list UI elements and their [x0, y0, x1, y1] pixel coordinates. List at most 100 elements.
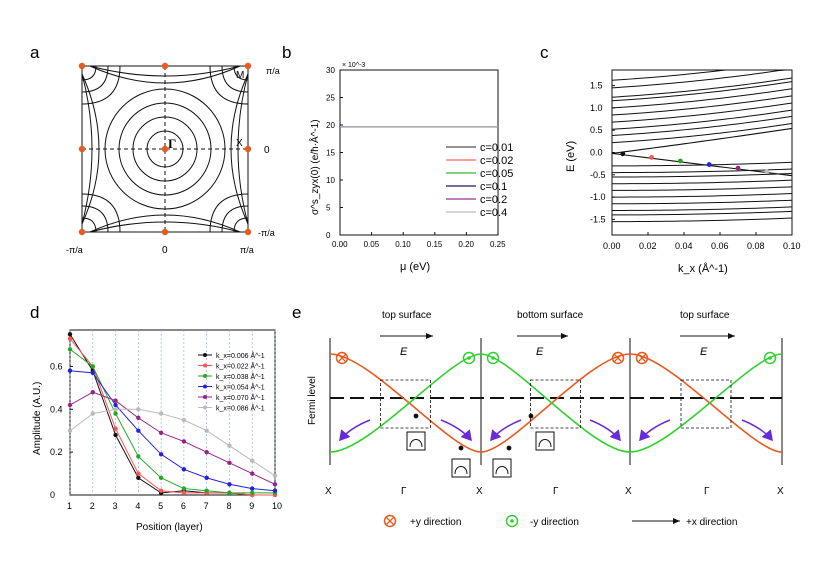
panel-e-dispersion-curves [329, 338, 783, 478]
panel-a-symmetry-point [78, 62, 86, 70]
panel-e-state-dot [458, 445, 464, 451]
panel-e-inset-curve [538, 439, 552, 448]
panel-d-point [136, 471, 141, 476]
panel-d-point [204, 449, 209, 455]
panel-d-point [67, 332, 73, 337]
panel-c-ytick-label: -0.5 [590, 170, 606, 180]
panel-c-valence-band [611, 179, 793, 185]
legend-plus-y: +y direction [410, 517, 461, 528]
panel-d-xtick-label: 4 [135, 501, 140, 511]
panel-b-ytick-label: 0 [326, 231, 331, 240]
panel-label-a: a [30, 43, 40, 62]
panel-b-ytick-label: 10 [326, 176, 335, 185]
panel-c-xlabel: k_x (Å^-1) [678, 262, 728, 275]
panel-d-legend-label: k_x=0.038 Å^-1 [216, 372, 265, 381]
panel-c-valence-band [611, 210, 793, 216]
panel-c-conduction-band [611, 69, 792, 89]
panel-b-ytick-label: 15 [326, 149, 335, 158]
panel-d-point [158, 452, 164, 457]
dot-circle-center [768, 356, 772, 360]
panel-e-crossing-box [380, 379, 431, 429]
panel-d-point [272, 482, 278, 487]
panel-e-fermi-label: Fermi level [307, 376, 318, 425]
panel-d-point [136, 454, 141, 459]
panel-c-ytick-label: 0.5 [590, 125, 603, 135]
panel-d-point [158, 411, 164, 416]
panel-d-point [227, 490, 232, 496]
arrow-curved-icon [490, 419, 522, 442]
panel-b-legend-label: c=0.02 [480, 155, 513, 167]
panel-d-xtick-label: 5 [158, 501, 163, 511]
panel-c-conduction-band [611, 115, 793, 137]
panel-d-ylabel: Amplitude (A.U.) [32, 382, 43, 455]
panel-d-legend-label: k_x=0.006 Å^-1 [216, 351, 265, 360]
panel-e-k-label: Γ [704, 486, 710, 497]
panel-d-point [158, 430, 164, 436]
panel-d-series-line [69, 348, 275, 494]
panel-d-legend-marker [203, 395, 207, 399]
panel-label-d: d [30, 303, 39, 322]
panel-c-ytick-label: 1.0 [590, 103, 603, 113]
panel-label-c: c [540, 43, 549, 62]
panel-c-xtick-label: 0.10 [783, 241, 801, 251]
panel-a-brillouin-zone: Γ X M π/a 0 -π/a -π/a 0 π/a [66, 62, 280, 256]
panel-e-orange-band [629, 353, 783, 453]
panel-a-x-label: X [236, 138, 243, 149]
panel-c-valence-band [611, 172, 793, 178]
panel-d-ytick-label: 0.6 [50, 361, 63, 371]
panel-c-valence-band [611, 217, 793, 223]
panel-e-k-label: X [476, 486, 483, 497]
panel-b-ytick-label: 30 [326, 66, 335, 75]
panel-c-surface-point [764, 169, 770, 175]
panel-c-xtick-label: 0.02 [639, 241, 657, 251]
panel-e-green-band [629, 353, 783, 453]
panel-a-symmetry-point [161, 145, 169, 153]
panel-c-conduction-band [611, 102, 793, 123]
panel-d-xlabel: Position (layer) [136, 522, 203, 533]
dot-circle-center [467, 356, 471, 360]
panel-b-xtick-label: 0.25 [490, 240, 506, 249]
panel-d-xtick-label: 2 [90, 501, 95, 511]
panel-e-inset-curve [495, 466, 509, 475]
panel-a-symmetry-point [78, 145, 86, 153]
panel-d-point [113, 411, 118, 416]
panel-c-conduction-band [611, 109, 793, 130]
panel-c-conduction-band [611, 69, 792, 81]
panel-d-point [136, 415, 141, 421]
legend-plus-x: +x direction [686, 517, 737, 528]
panel-d-point [181, 439, 187, 444]
panel-e-green-band [329, 353, 482, 453]
panel-b-xtick-label: 0.20 [458, 240, 474, 249]
panel-d-point [67, 368, 73, 373]
panel-c-ytick-label: 1.5 [590, 81, 603, 91]
cross-circle-icon [335, 351, 349, 365]
panel-c-surface-point [678, 158, 683, 164]
panel-e-surface-label-3: top surface [680, 310, 730, 321]
panel-c-ytick-label: -1.5 [590, 214, 606, 224]
panel-label-b: b [282, 43, 291, 62]
panel-b-axes-frame [339, 69, 499, 236]
panel-a-symmetry-point [161, 228, 169, 236]
panel-e-state-dot [528, 413, 534, 419]
cross-circle-icon [611, 351, 625, 365]
panel-e-orange-band [329, 353, 482, 453]
panel-d-ytick-label: 0.4 [50, 404, 63, 414]
panel-c-conduction-band [611, 123, 793, 144]
cross-circle-mark [338, 354, 346, 362]
panel-e-inset-box [492, 458, 512, 478]
panel-c-ytick-label: 0.0 [590, 148, 603, 158]
arrow-curved-icon [589, 419, 621, 442]
panel-c-surface-band-lower [611, 152, 793, 177]
arrow-curved-icon [339, 419, 371, 442]
panel-d-point [204, 488, 209, 493]
panel-a-gamma-label: Γ [168, 136, 176, 151]
panel-d-xtick-label: 7 [204, 501, 209, 511]
panel-a-xtick-mid: 0 [162, 245, 168, 256]
arrow-curved-icon [440, 419, 472, 442]
panel-d-point [181, 490, 187, 496]
panel-d-series-line [69, 370, 276, 492]
panel-d-point [136, 407, 141, 412]
